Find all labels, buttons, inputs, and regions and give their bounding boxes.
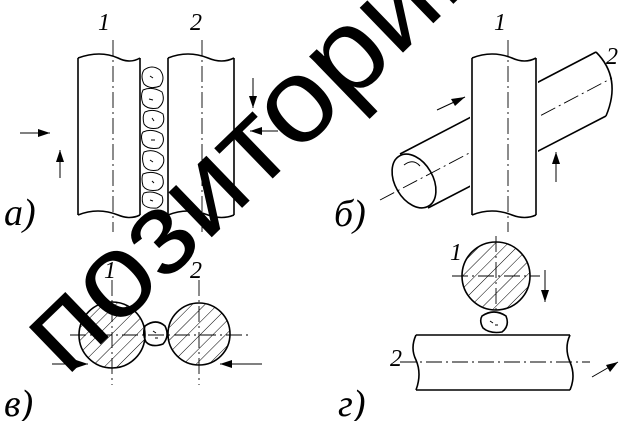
- panel-b-number-2: 2: [606, 44, 618, 70]
- panel-a: 1 2 а): [4, 10, 278, 234]
- panel-g-number-2: 2: [390, 346, 402, 372]
- panel-g: 1 2 г): [338, 236, 619, 421]
- panel-v-number-1: 1: [104, 258, 116, 284]
- panel-g-label: г): [338, 383, 365, 421]
- panel-v-label: в): [4, 383, 33, 421]
- panel-b-number-1: 1: [494, 10, 506, 36]
- panel-a-number-1: 1: [98, 10, 110, 36]
- panel-a-label: а): [4, 192, 36, 234]
- panel-v-number-2: 2: [190, 258, 202, 284]
- panel-g-number-1: 1: [450, 240, 462, 266]
- panel-a-number-2: 2: [190, 10, 202, 36]
- panel-b: 1 2 б): [334, 10, 618, 235]
- powder-granules: [141, 66, 165, 209]
- panel-v: 1 2 в): [4, 258, 262, 421]
- panel-b-label: б): [334, 193, 366, 235]
